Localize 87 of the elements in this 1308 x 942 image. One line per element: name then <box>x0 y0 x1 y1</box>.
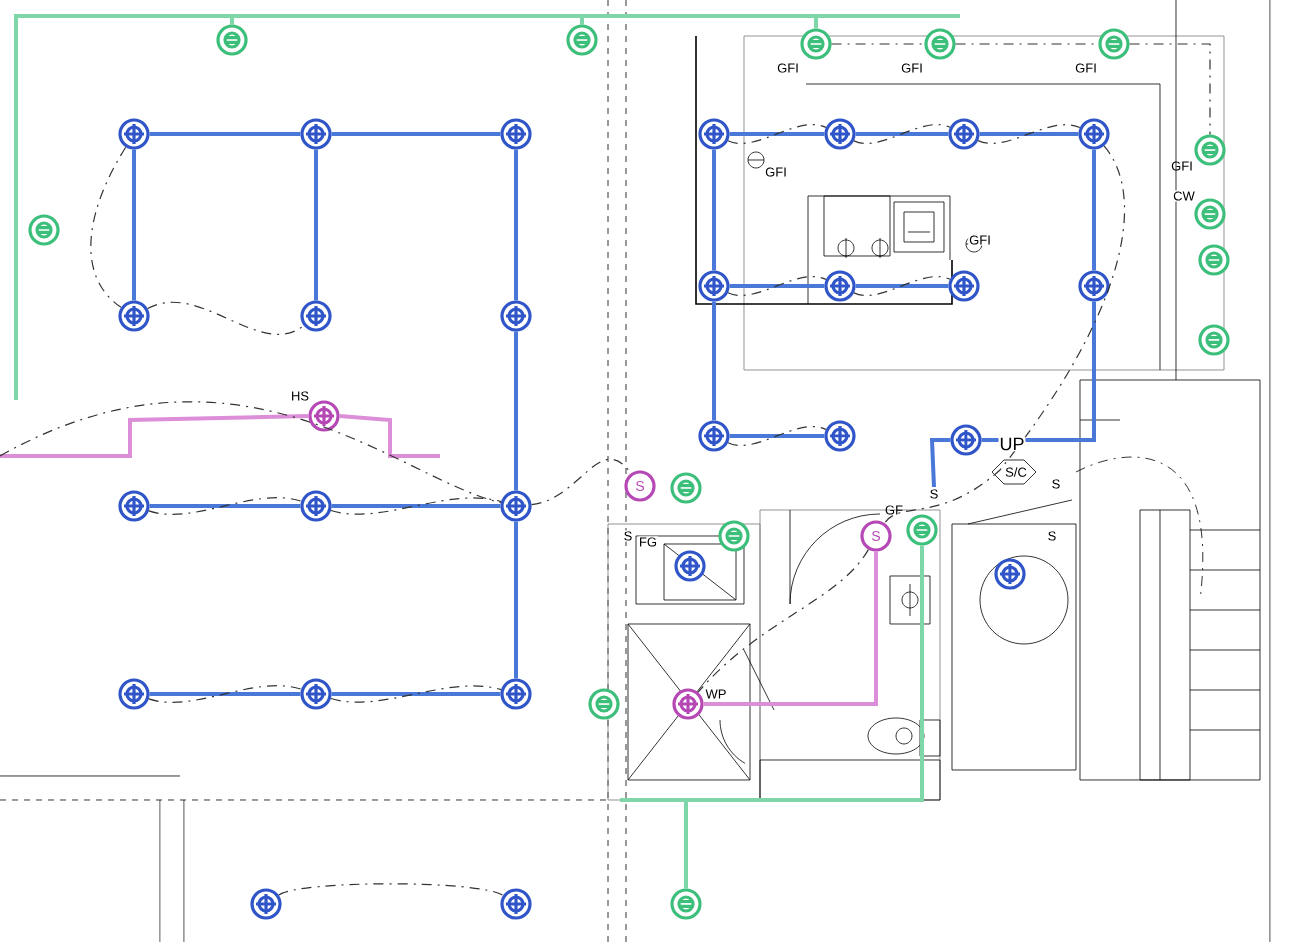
wire <box>712 149 716 271</box>
wire <box>514 149 518 301</box>
outlet-symbol <box>216 24 248 56</box>
wire <box>149 504 301 508</box>
light-fixture <box>300 490 332 522</box>
wire <box>514 331 518 491</box>
wire <box>727 124 827 145</box>
wire <box>697 549 869 693</box>
outlet-symbol <box>670 472 702 504</box>
light-fixture <box>950 424 982 456</box>
wire <box>1092 149 1096 271</box>
light-fixture <box>500 300 532 332</box>
light-fixture <box>698 118 730 150</box>
wire <box>132 149 136 301</box>
outlet-symbol <box>588 688 620 720</box>
light-fixture <box>824 420 856 452</box>
outlet-symbol <box>670 888 702 920</box>
wire <box>703 551 878 706</box>
wire <box>0 402 502 504</box>
wire <box>729 434 825 438</box>
light-fixture <box>698 420 730 452</box>
light-fixture <box>500 490 532 522</box>
light-fixture <box>698 270 730 302</box>
wire <box>314 149 318 301</box>
wire <box>1129 43 1211 135</box>
light-fixture <box>994 558 1026 590</box>
wire <box>580 14 818 29</box>
wire <box>230 14 584 25</box>
wire <box>0 414 309 458</box>
light-fixture <box>824 118 856 150</box>
wire <box>331 692 501 696</box>
light-fixture <box>118 678 150 710</box>
wire <box>979 132 1079 136</box>
wire <box>90 146 127 308</box>
wire <box>148 685 302 703</box>
light-fixture <box>300 678 332 710</box>
wire <box>14 14 234 400</box>
outlet-symbol <box>28 214 60 246</box>
light-fixture <box>948 118 980 150</box>
wire <box>149 692 301 696</box>
wire <box>727 426 827 447</box>
wire <box>339 414 440 458</box>
light-fixture <box>300 300 332 332</box>
light-fixture <box>118 118 150 150</box>
light-fixture <box>250 888 282 920</box>
wire <box>278 883 504 896</box>
wire <box>853 276 951 297</box>
light-fixture <box>1078 270 1110 302</box>
light-fixture <box>674 550 706 582</box>
wire <box>530 458 632 506</box>
fixture-label: UP <box>998 436 1026 452</box>
wire <box>712 301 716 421</box>
wire <box>729 284 825 288</box>
wire <box>330 685 502 703</box>
outlet-symbol <box>1198 324 1230 356</box>
wire <box>147 301 305 335</box>
light-fixture <box>824 270 856 302</box>
light-fixture <box>948 270 980 302</box>
light-fixture <box>300 118 332 150</box>
light-fixture <box>1078 118 1110 150</box>
wire <box>331 504 501 508</box>
outlet-symbol <box>718 520 750 552</box>
outlet-symbol <box>566 24 598 56</box>
light-fixture <box>118 300 150 332</box>
wire <box>955 43 1099 45</box>
light-fixture <box>500 888 532 920</box>
wire <box>727 276 827 297</box>
wire <box>929 438 951 488</box>
wire <box>884 145 1125 524</box>
wire <box>977 124 1081 144</box>
outlet-symbol <box>1198 244 1230 276</box>
wire <box>148 497 302 515</box>
wire <box>331 132 501 136</box>
wire <box>981 301 1096 442</box>
wire <box>514 521 518 679</box>
light-fixture <box>500 118 532 150</box>
wire <box>684 545 924 889</box>
outlet-symbol <box>1194 198 1226 230</box>
wire <box>729 132 825 136</box>
light-fixture <box>118 490 150 522</box>
wire <box>330 497 502 515</box>
wire <box>855 284 949 288</box>
wire <box>853 124 951 145</box>
wire <box>831 43 925 45</box>
light-fixture <box>500 678 532 710</box>
wire <box>149 132 301 136</box>
wire <box>855 132 949 136</box>
